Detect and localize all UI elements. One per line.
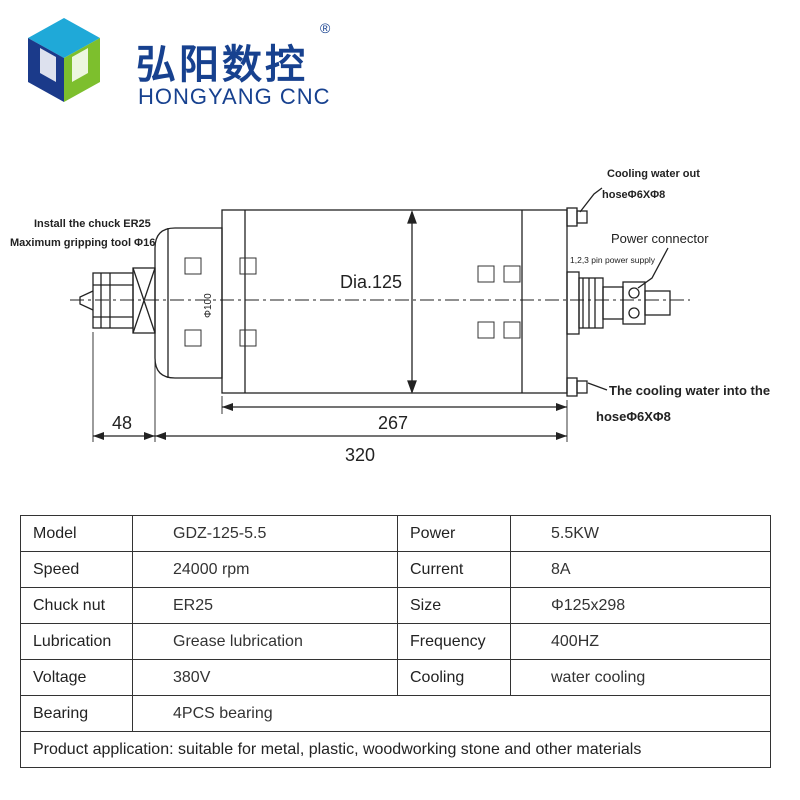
cooling-in-label: The cooling water into the (609, 383, 770, 398)
chuck-label-line1: Install the chuck ER25 (34, 218, 151, 230)
hose-top-label: hoseΦ6XΦ8 (602, 189, 665, 201)
hose-bottom-label: hoseΦ6XΦ8 (596, 409, 671, 424)
spec-key: Frequency (397, 623, 511, 660)
registered-mark: ® (320, 20, 331, 36)
spec-value: 5.5KW (510, 515, 771, 552)
table-row: Voltage 380V Cooling water cooling (20, 659, 771, 696)
spec-value: water cooling (510, 659, 771, 696)
table-row: Bearing 4PCS bearing (20, 695, 771, 732)
table-row: Lubrication Grease lubrication Frequency… (20, 623, 771, 660)
cooling-out-label: Cooling water out (607, 168, 700, 180)
spec-key: Size (397, 587, 511, 624)
brand-header: 弘阳数控 ® HONGYANG CNC (24, 14, 344, 109)
table-row: Speed 24000 rpm Current 8A (20, 551, 771, 588)
spec-value: 24000 rpm (132, 551, 398, 588)
spec-value: Grease lubrication (132, 623, 398, 660)
spec-key: Lubrication (20, 623, 133, 660)
brand-name-en: HONGYANG CNC (138, 84, 331, 109)
phi100-label: Φ100 (203, 293, 214, 318)
power-connector-label: Power connector (611, 231, 709, 246)
spec-key: Voltage (20, 659, 133, 696)
spec-value: 4PCS bearing (132, 695, 771, 732)
pin-supply-label: 1,2,3 pin power supply (570, 255, 656, 265)
application-label: Product application (33, 740, 170, 758)
hongyang-logo-icon (28, 18, 100, 102)
spec-value: 380V (132, 659, 398, 696)
spec-value: 8A (510, 551, 771, 588)
dimension-48: 48 (112, 413, 132, 433)
spec-key: Cooling (397, 659, 511, 696)
spec-table: Model GDZ-125-5.5 Power 5.5KW Speed 2400… (20, 515, 771, 768)
spec-value: Φ125x298 (510, 587, 771, 624)
dia-label: Dia.125 (340, 272, 402, 292)
dimension-320: 320 (345, 445, 375, 465)
spindle-technical-drawing: Install the chuck ER25 Maximum gripping … (10, 168, 770, 465)
application-text: : suitable for metal, plastic, woodworki… (169, 740, 642, 758)
chuck-label-line2: Maximum gripping tool Φ16 (10, 237, 155, 249)
spec-key: Bearing (20, 695, 133, 732)
table-row: Model GDZ-125-5.5 Power 5.5KW (20, 515, 771, 552)
product-application: Product application: suitable for metal,… (20, 731, 771, 768)
brand-name-cn: 弘阳数控 (136, 42, 308, 88)
spec-value: 400HZ (510, 623, 771, 660)
table-row: Chuck nut ER25 Size Φ125x298 (20, 587, 771, 624)
spec-key: Power (397, 515, 511, 552)
spec-key: Speed (20, 551, 133, 588)
table-row: Product application: suitable for metal,… (20, 731, 771, 768)
dimension-267: 267 (378, 413, 408, 433)
spec-key: Chuck nut (20, 587, 133, 624)
spec-key: Model (20, 515, 133, 552)
spec-value: GDZ-125-5.5 (132, 515, 398, 552)
spec-key: Current (397, 551, 511, 588)
spec-value: ER25 (132, 587, 398, 624)
